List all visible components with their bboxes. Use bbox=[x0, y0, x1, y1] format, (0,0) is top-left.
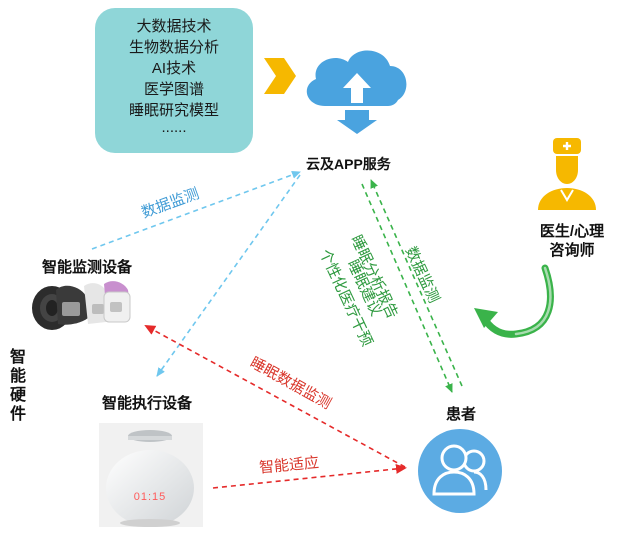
tech-item: 睡眠研究模型 bbox=[128, 102, 219, 119]
technology-box: 大数据技术 生物数据分析 AI技术 医学图谱 睡眠研究模型 ...... bbox=[95, 8, 253, 153]
exec-device-label: 智能执行设备 bbox=[102, 395, 193, 412]
tech-item: 生物数据分析 bbox=[128, 39, 219, 56]
patient-label: 患者 bbox=[446, 406, 477, 423]
monitor-device-label: 智能监测设备 bbox=[42, 259, 133, 276]
device-clock-display: 01:15 bbox=[134, 491, 167, 503]
hardware-label-line1: 智能 bbox=[10, 349, 27, 385]
technology-list: 大数据技术 生物数据分析 AI技术 医学图谱 睡眠研究模型 ...... bbox=[95, 16, 253, 135]
tech-item: 医学图谱 bbox=[143, 81, 204, 98]
patient-group-icon bbox=[418, 429, 502, 513]
hardware-label-line2: 硬件 bbox=[10, 387, 27, 423]
sleep-band-device bbox=[32, 281, 131, 330]
doctor-guidance-arrow bbox=[474, 264, 554, 338]
cloud-service-label: 云及APP服务 bbox=[306, 156, 391, 172]
tech-item: AI技术 bbox=[151, 60, 197, 77]
arrow-patient-to-cloud bbox=[370, 179, 463, 387]
tech-item: ...... bbox=[161, 119, 187, 136]
tech-item: 大数据技术 bbox=[136, 18, 212, 35]
arrow-patient-to-monitor bbox=[144, 325, 406, 468]
cloud-sync-icon bbox=[306, 50, 407, 134]
arrow-cloud-to-patient bbox=[361, 183, 453, 393]
doctor-label-line2: 咨询师 bbox=[549, 242, 595, 259]
arrow-monitor-to-cloud bbox=[91, 171, 301, 250]
sleep-speaker-device: 01:15 bbox=[99, 423, 203, 527]
input-arrow bbox=[264, 58, 296, 94]
doctor-icon bbox=[538, 138, 596, 210]
doctor-label-line1: 医生/心理 bbox=[539, 223, 605, 240]
